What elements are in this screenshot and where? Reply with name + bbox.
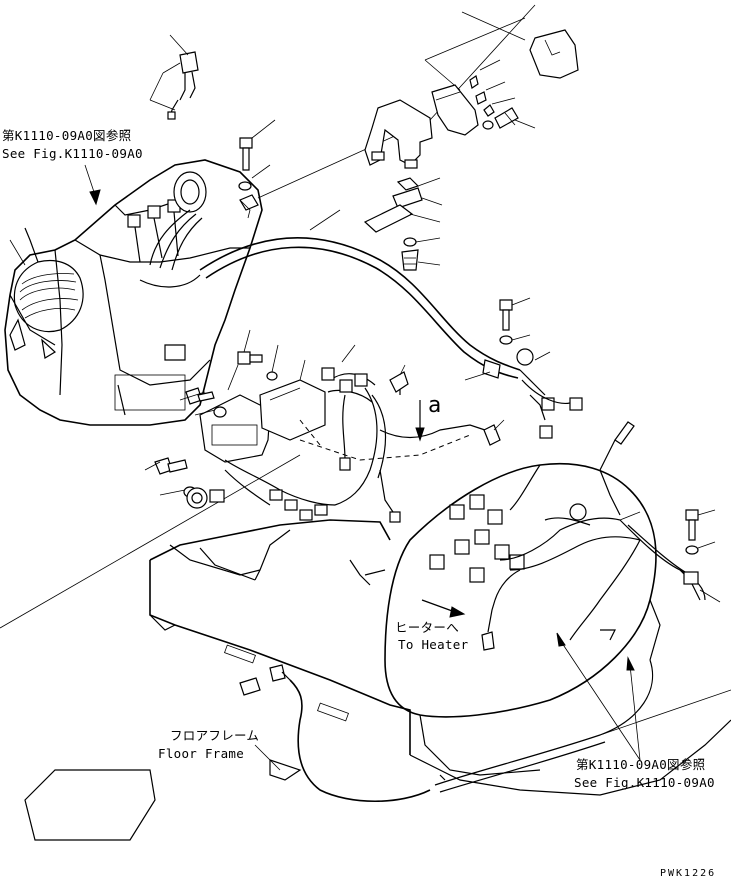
- lever-leader: [9, 239, 26, 266]
- ref-bottom-right-jp: 第K1110-09A0図参照: [576, 757, 706, 772]
- main-harness: [199, 209, 583, 439]
- drawing-code: PWK1226: [660, 868, 717, 879]
- ref-bottom-right-en: See Fig.K1110-09A0: [574, 775, 715, 790]
- bracket-assembly: [363, 29, 579, 271]
- heater-label-jp: ヒーターへ: [395, 620, 460, 635]
- heater-label-en: To Heater: [398, 637, 469, 652]
- seat-cushion: [384, 421, 721, 776]
- ref-arrow-top-left: [84, 164, 101, 206]
- relay-bracket-area: [144, 329, 326, 509]
- middle-harness: [209, 344, 505, 523]
- floor-frame: [24, 519, 731, 841]
- console-bolt: [238, 119, 276, 211]
- ref-top-left-jp: 第K1110-09A0図参照: [2, 128, 132, 143]
- ref-top-left-en: See Fig.K1110-09A0: [2, 146, 143, 161]
- right-console: [4, 159, 263, 426]
- floor-frame-label-jp: フロアフレーム: [170, 728, 260, 743]
- view-letter-a: a: [428, 393, 442, 418]
- diagonal-guide-lines: [0, 4, 731, 736]
- floor-frame-label-en: Floor Frame: [158, 746, 245, 761]
- lamp-connector: [149, 34, 199, 120]
